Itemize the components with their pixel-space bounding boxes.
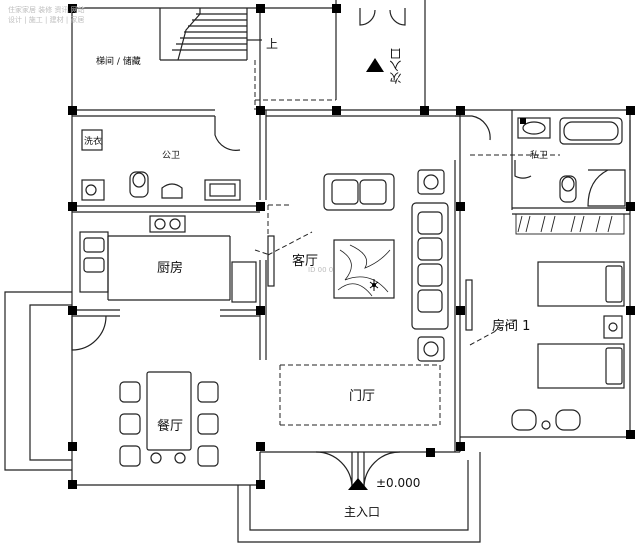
main-entrance-arrow-icon <box>348 478 368 490</box>
staircase <box>159 8 262 61</box>
label-side-entrance: 次入口 <box>389 48 403 84</box>
side-entrance-door <box>359 8 406 26</box>
label-living: 客厅 <box>292 254 319 269</box>
label-foyer: 门厅 <box>349 389 376 404</box>
label-bedroom1: 房间 1 <box>492 319 531 334</box>
living-furniture <box>267 169 449 362</box>
watermark-center: ID 00 0 <box>308 266 334 274</box>
public-bath-fixtures <box>81 129 241 201</box>
windows <box>340 109 512 437</box>
wardrobe <box>515 213 625 235</box>
label-main-entrance: 主入口 <box>344 505 381 519</box>
label-private-bath: 私卫 <box>530 151 549 161</box>
label-laundry: 洗衣 <box>84 137 103 147</box>
dashed-lines <box>254 60 625 438</box>
beds <box>465 261 625 431</box>
pillars <box>68 4 635 489</box>
label-dining: 餐厅 <box>157 419 184 434</box>
interior-walls <box>72 8 630 452</box>
public-bath-door <box>214 116 241 151</box>
watermark-line1: 住家家居 装修 资讯 网站 <box>8 6 85 14</box>
watermark-line2: 设计 | 施工 | 建材 | 家居 <box>8 16 85 24</box>
private-bath-fixtures <box>514 117 626 207</box>
entrance-arrows <box>348 58 384 490</box>
plant-icon <box>369 279 379 291</box>
label-public-bath: 公卫 <box>162 151 181 161</box>
side-entrance-arrow-icon <box>366 58 384 72</box>
label-up: 上 <box>266 37 279 51</box>
label-kitchen: 厨房 <box>157 261 184 276</box>
dining-set <box>119 371 219 467</box>
bedroom-door <box>455 115 491 141</box>
outer-walls <box>71 0 631 486</box>
label-stair-storage: 梯间 / 储藏 <box>96 57 141 67</box>
label-elevation: ±0.000 <box>376 476 421 490</box>
kitchen-door <box>71 315 107 351</box>
terraces <box>4 291 481 543</box>
kitchen-fixtures <box>79 215 257 303</box>
